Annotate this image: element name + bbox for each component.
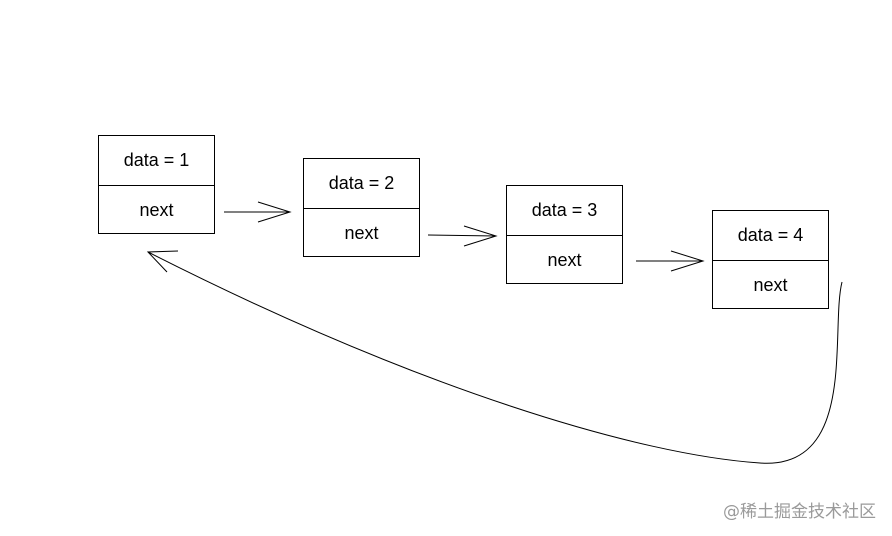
node-next-field: next: [139, 200, 174, 220]
arrow-2-to-3: [427, 225, 498, 247]
node-next-field: next: [753, 275, 788, 295]
arrow-3-to-4: [636, 250, 705, 272]
node-next-field: next: [344, 223, 379, 243]
list-node-3: data = 3 next: [506, 185, 623, 284]
node-data-field: data = 2: [304, 159, 419, 209]
list-node-1: data = 1 next: [98, 135, 215, 234]
arrow-4-to-1-loop: [146, 250, 843, 464]
node-data-field: data = 3: [507, 186, 622, 236]
list-node-2: data = 2 next: [303, 158, 420, 257]
node-data-field: data = 4: [713, 211, 828, 261]
node-data-field: data = 1: [99, 136, 214, 186]
watermark-text: @稀土掘金技术社区: [723, 502, 876, 522]
arrow-1-to-2: [224, 201, 292, 223]
list-node-4: data = 4 next: [712, 210, 829, 309]
node-next-field: next: [547, 250, 582, 270]
